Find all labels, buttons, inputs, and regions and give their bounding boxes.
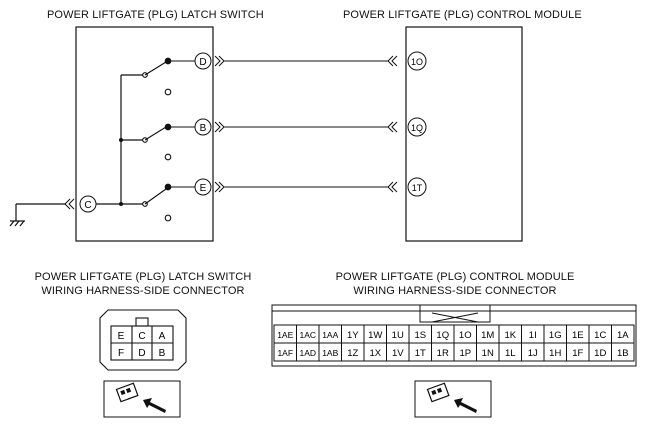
module-pin-label: 1C: [594, 330, 606, 341]
latch-switch-box: [75, 26, 214, 242]
terminal-d-label: D: [199, 57, 206, 68]
module-pin-label: 1AA: [322, 330, 338, 340]
control-module-title: POWER LIFTGATE (PLG) CONTROL MODULE: [343, 9, 582, 21]
module-pin-label: 1P: [459, 348, 471, 359]
terminal-b-circle: [194, 118, 212, 136]
terminal-1o-circle: [407, 51, 427, 71]
module-pin-label: 1V: [392, 348, 404, 359]
latch-pin-label: F: [118, 348, 124, 359]
latch-pin-label: A: [159, 331, 166, 342]
module-pin-label: 1I: [529, 330, 537, 341]
terminal-e-label: E: [200, 183, 207, 194]
module-pin-label: 1W: [368, 330, 382, 341]
module-pin-label: 1F: [572, 348, 583, 359]
module-pin-label: 1AF: [277, 348, 293, 358]
module-pin-label: 1O: [459, 330, 472, 341]
module-pin-label: 1B: [617, 348, 629, 359]
connector-mark-c: [64, 198, 75, 210]
module-pin-label: 1AE: [277, 330, 293, 340]
latch-pin-label: C: [138, 331, 145, 342]
switch-contact-d: [142, 57, 195, 96]
switch-contact-b: [142, 123, 195, 161]
module-pin-label: 1K: [504, 330, 516, 341]
terminal-1q-circle: [407, 117, 427, 137]
module-pin-label: 1D: [594, 348, 606, 359]
ground-icon: [9, 203, 66, 227]
module-pin-label: 1A: [617, 330, 629, 341]
module-pin-label: 1J: [528, 348, 538, 359]
module-connector-grid: 1AE 1AC 1AA 1Y 1W 1U 1S 1Q 1O 1M 1K 1I 1G 1E 1C 1A 1AF 1A…: [277, 325, 629, 361]
module-pin-label: 1AD: [299, 348, 316, 358]
module-connector-title-line2: WIRING HARNESS-SIDE CONNECTOR: [353, 285, 557, 297]
control-module-box: [405, 26, 523, 242]
module-pin-label: 1M: [481, 330, 494, 341]
junction-dot: [119, 202, 123, 206]
connector-view-icon: [103, 380, 181, 418]
module-pin-label: 1E: [572, 330, 584, 341]
module-pin-label: 1Q: [436, 330, 449, 341]
module-pin-label: 1R: [437, 348, 449, 359]
terminal-d-circle: [194, 52, 212, 70]
module-pin-label: 1X: [369, 348, 381, 359]
terminal-1o-label: 1O: [411, 57, 423, 67]
latch-switch-title: POWER LIFTGATE (PLG) LATCH SWITCH: [47, 9, 264, 21]
module-pin-label: 1T: [415, 348, 426, 359]
module-pin-label: 1Y: [347, 330, 359, 341]
switch-contact-e: [142, 183, 195, 222]
module-pin-label: 1H: [549, 348, 561, 359]
terminal-b-label: B: [200, 123, 207, 134]
module-connector-title-line1: POWER LIFTGATE (PLG) CONTROL MODULE: [335, 271, 575, 283]
module-pin-label: 1S: [414, 330, 426, 341]
terminal-e-circle: [194, 178, 212, 196]
connector-view-icon: [414, 380, 492, 418]
terminal-1t-label: 1T: [412, 183, 423, 193]
module-pin-label: 1AB: [322, 348, 338, 358]
module-pin-label: 1G: [549, 330, 562, 341]
terminal-1q-label: 1Q: [411, 123, 423, 133]
module-pin-label: 1L: [505, 348, 516, 359]
latch-connector-title-line1: POWER LIFTGATE (PLG) LATCH SWITCH: [34, 271, 252, 283]
latch-pin-label: B: [159, 348, 166, 359]
module-pin-label: 1AC: [299, 330, 316, 340]
latch-pin-label: E: [118, 331, 125, 342]
module-pin-label: 1N: [482, 348, 494, 359]
terminal-c-label: C: [84, 200, 91, 211]
harness-wires: [214, 55, 398, 193]
junction-dot: [119, 138, 123, 142]
terminal-1t-circle: [407, 177, 427, 197]
module-pin-label: 1U: [392, 330, 404, 341]
latch-connector-face: [99, 309, 187, 371]
latch-pin-label: D: [138, 348, 145, 359]
latch-connector-title-line2: WIRING HARNESS-SIDE CONNECTOR: [41, 285, 245, 297]
module-pin-label: 1Z: [347, 348, 358, 359]
